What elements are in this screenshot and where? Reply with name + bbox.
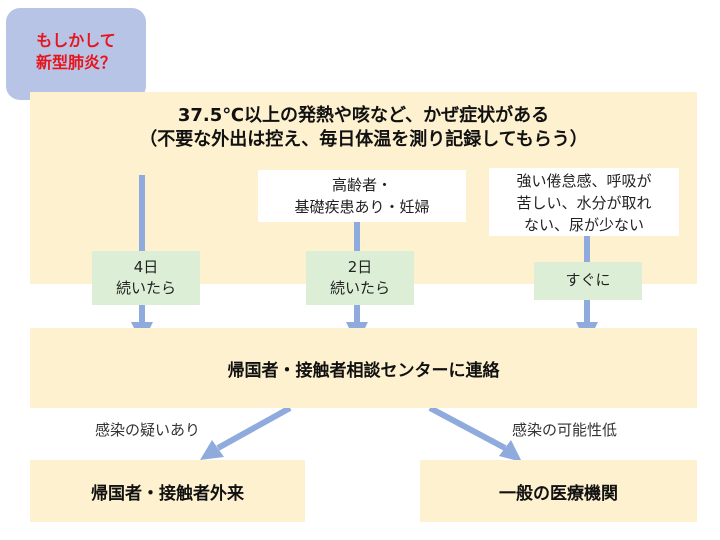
severe-line1: 強い倦怠感、呼吸が [516,172,652,190]
arrow-to-outpatient [216,405,292,451]
general-clinic-text: 一般の医療機関 [499,483,618,504]
duration-severe-box: すぐに [534,262,642,300]
arrow-to-general-clinic [428,405,507,451]
severe-symptom-box: 強い倦怠感、呼吸が 苦しい、水分が取れ ない、尿が少ない [489,168,679,236]
topic-badge-text: もしかして 新型肺炎？ [6,30,146,74]
duration-general-box: 4日 続いたら [92,251,200,305]
elderly-line1: 高齢者・ [331,176,392,194]
duration-elderly-line2: 続いたら [329,279,390,297]
symptom-line2: （不要な外出は控え、毎日体温を測り記録してもらう） [139,129,588,150]
severe-line2: 苦しい、水分が取れ [516,194,652,212]
arrowhead-general-clinic [499,440,522,462]
suspected-label: 感染の疑いあり [95,421,201,439]
duration-severe-label: すぐに [565,271,611,289]
symptom-heading: 37.5℃以上の発熱や咳など、かぜ症状がある （不要な外出は控え、毎日体温を測り… [30,104,697,152]
duration-elderly-line1: 2日 [347,258,373,276]
low-probability-label: 感染の可能性低 [512,421,618,439]
outpatient-box: 帰国者・接触者外来 [30,460,305,522]
consult-center-box: 帰国者・接触者相談センターに連絡 [30,328,697,408]
symptom-line1: 37.5℃以上の発熱や咳など、かぜ症状がある [177,105,550,126]
severe-line3: ない、尿が少ない [523,216,644,234]
topic-badge [6,8,146,100]
duration-general-line2: 続いたら [115,279,176,297]
elderly-line2: 基礎疾患あり・妊婦 [294,198,430,216]
topic-badge-line2: 新型肺炎？ [35,53,116,72]
duration-general-line1: 4日 [133,258,159,276]
duration-elderly-box: 2日 続いたら [306,251,414,305]
elderly-condition-box: 高齢者・ 基礎疾患あり・妊婦 [258,170,466,222]
consult-center-text: 帰国者・接触者相談センターに連絡 [227,360,500,381]
outpatient-text: 帰国者・接触者外来 [91,483,244,504]
topic-badge-line1: もしかして [36,31,116,50]
general-clinic-box: 一般の医療機関 [420,460,697,522]
arrowhead-outpatient [200,440,224,460]
